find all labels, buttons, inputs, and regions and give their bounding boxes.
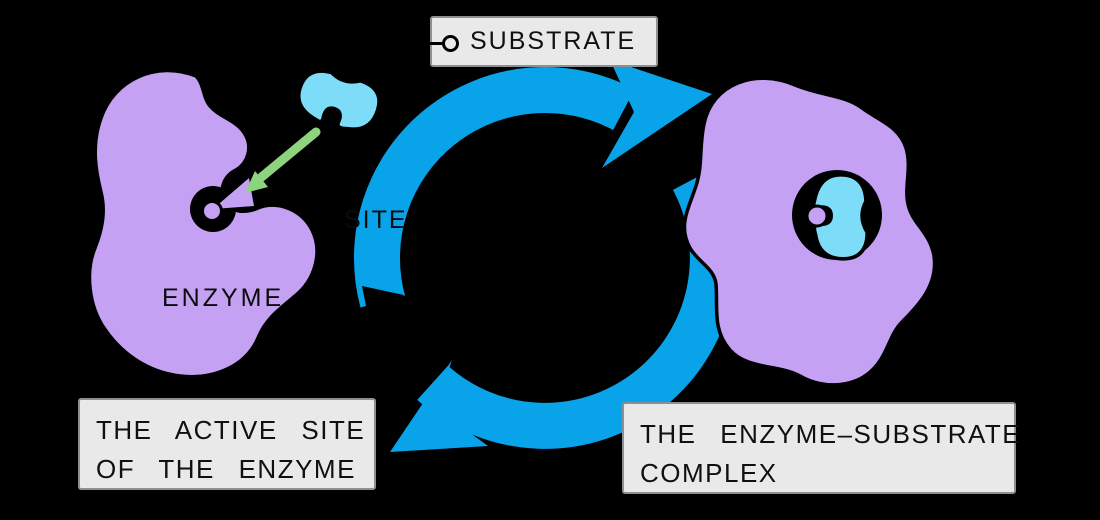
enzyme-left	[87, 68, 319, 379]
binding-arrow-shaft	[253, 127, 321, 185]
active-site-caption-line1: THE ACTIVE SITE	[96, 415, 366, 445]
tag-pin-icon	[428, 34, 459, 52]
substrate-molecule-free	[297, 69, 381, 131]
reaction-cycle-arrows	[353, 60, 736, 452]
cycle-arrow-top-tail-notch-icon	[362, 286, 404, 326]
binding-arrow	[245, 127, 321, 193]
active-site-opening	[213, 178, 254, 209]
site-label: SITE	[344, 206, 408, 234]
substrate-tag: SUBSTRATE	[428, 16, 659, 67]
complex-caption-line2: COMPLEX	[640, 458, 778, 488]
cycle-arrow-top	[353, 67, 635, 308]
complex-caption: THE ENZYME–SUBSTRATE COMPLEX	[622, 402, 1022, 494]
complex-caption-line1: THE ENZYME–SUBSTRATE	[640, 419, 1022, 449]
enzyme-substrate-complex	[682, 76, 937, 387]
active-site-knob	[201, 200, 223, 222]
cycle-arrow-bottom-head	[390, 360, 488, 452]
substrate-tag-label: SUBSTRATE	[470, 27, 637, 55]
active-site-caption-line2: OF THE ENZYME	[96, 454, 356, 484]
binding-arrow-head-icon	[245, 171, 268, 193]
active-site-knob-complex	[805, 204, 829, 228]
active-site-caption: THE ACTIVE SITE OF THE ENZYME	[78, 398, 376, 490]
cycle-arrow-bottom	[417, 168, 736, 449]
cycle-arrow-top-head	[602, 60, 712, 168]
enzyme-label: ENZYME	[162, 284, 285, 312]
substrate-shape	[297, 69, 381, 131]
